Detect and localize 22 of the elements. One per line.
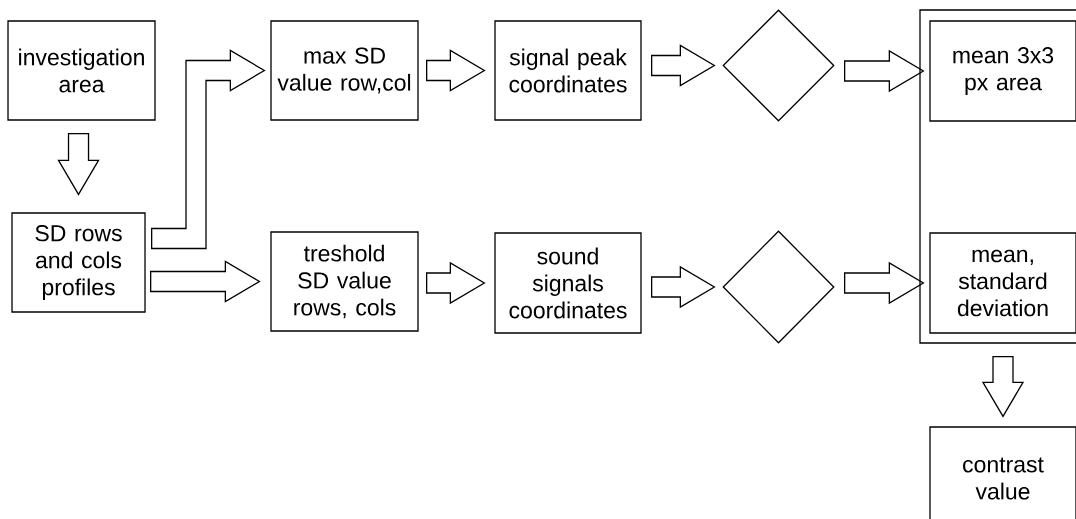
block-arrow — [844, 261, 925, 305]
process-box: signal peak coordinates — [494, 20, 642, 121]
process-box: investigation area — [7, 20, 156, 121]
process-box: sound signals coordinates — [494, 232, 642, 334]
block-arrow — [426, 49, 486, 92]
process-box: SD rows and cols profiles — [11, 212, 146, 313]
block-arrow — [426, 261, 486, 305]
group-frame — [919, 9, 1076, 344]
process-box: contrast value — [929, 426, 1076, 519]
block-arrow — [150, 260, 261, 303]
process-box: treshold SD value rows, cols — [270, 231, 419, 332]
decision-diamond — [722, 9, 835, 122]
process-box: max SD value row,col — [270, 20, 419, 121]
block-arrow — [844, 49, 925, 93]
block-arrow — [981, 356, 1025, 418]
process-box: mean, standard deviation — [929, 232, 1076, 334]
block-arrow — [57, 133, 100, 196]
block-arrow — [651, 44, 716, 87]
decision-diamond — [722, 230, 835, 344]
process-box: mean 3x3 px area — [929, 20, 1076, 122]
block-arrow — [651, 265, 716, 309]
block-arrow — [151, 49, 266, 250]
